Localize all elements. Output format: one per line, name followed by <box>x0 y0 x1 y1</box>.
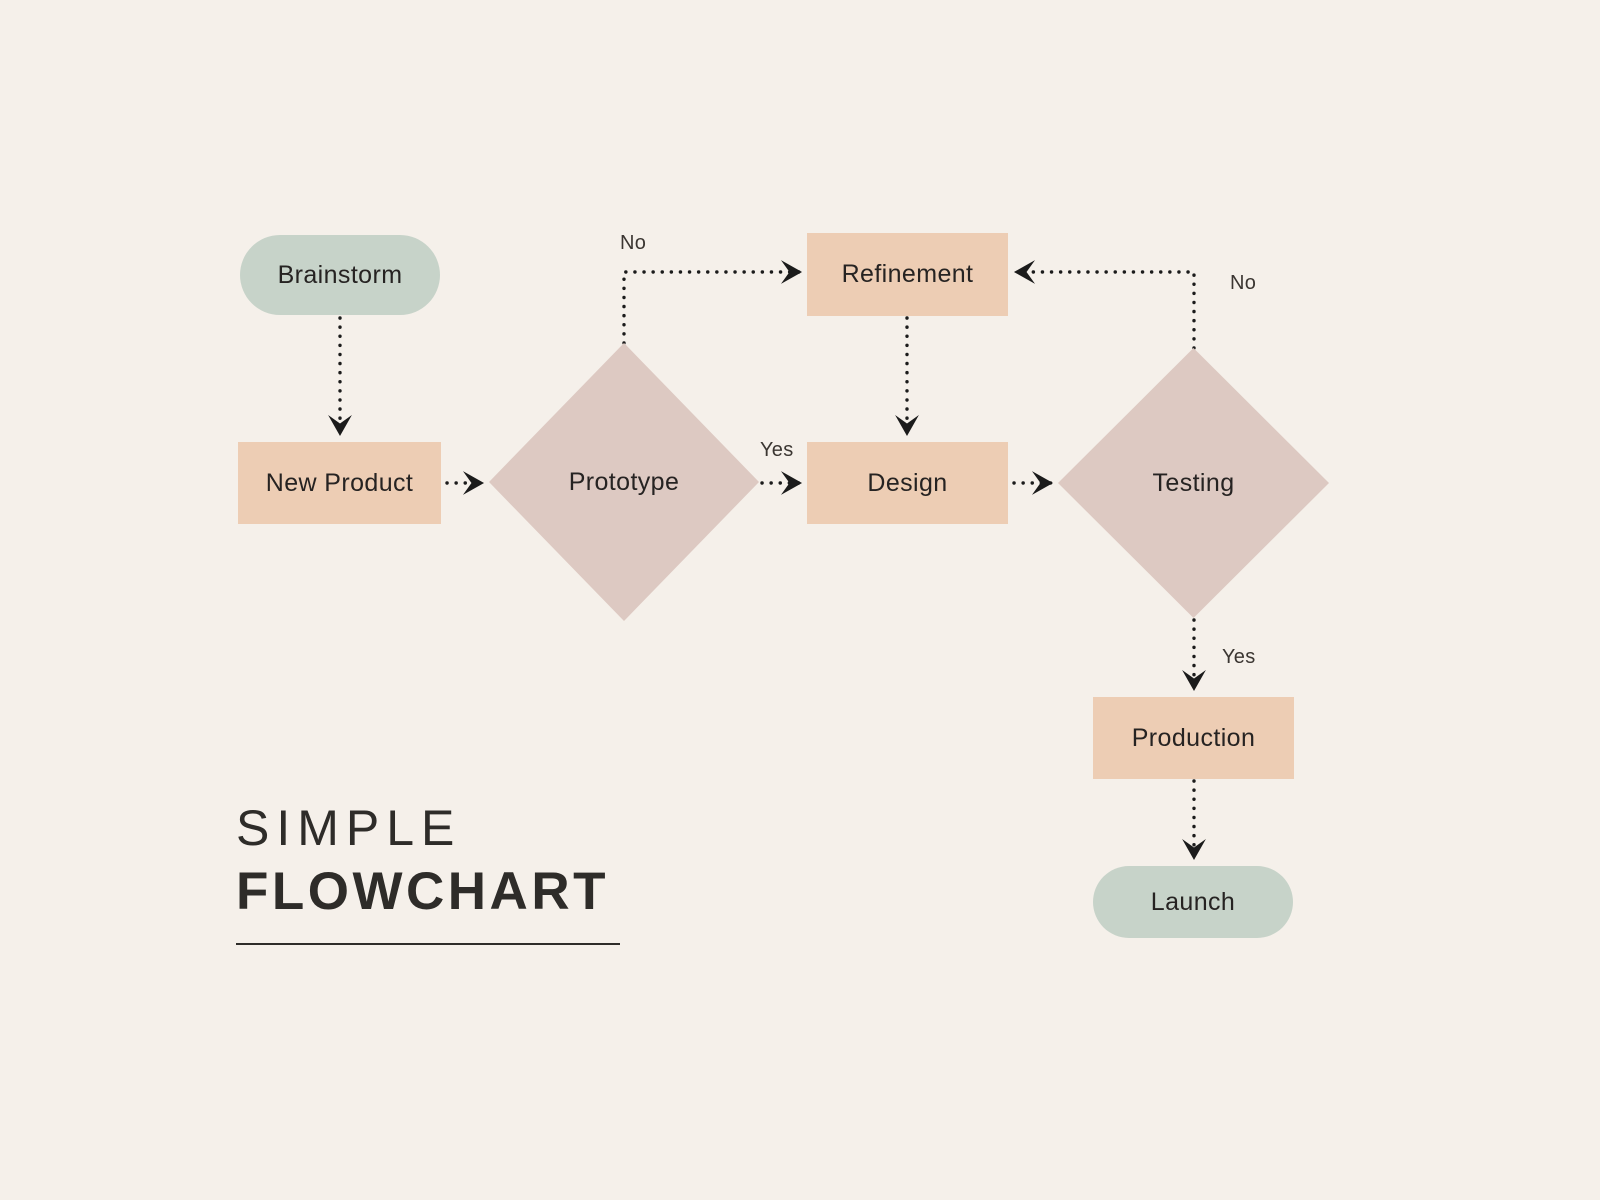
node-production[interactable]: Production <box>1093 697 1294 779</box>
node-testing-label: Testing <box>1152 468 1235 497</box>
title-line-flowchart: FLOWCHART <box>236 862 609 921</box>
title-line-simple: SIMPLE <box>236 800 462 856</box>
edge-label-yes-testing: Yes <box>1222 646 1256 668</box>
title-underline-rule <box>236 943 620 946</box>
node-design-label: Design <box>867 468 948 497</box>
node-brainstorm-label: Brainstorm <box>277 260 403 289</box>
node-refinement[interactable]: Refinement <box>807 233 1008 316</box>
node-production-label: Production <box>1131 723 1256 752</box>
node-new-product-label: New Product <box>265 468 414 497</box>
edge-prototype-to-refinement <box>622 260 803 345</box>
node-launch[interactable]: Launch <box>1093 866 1293 938</box>
title-block: SIMPLE FLOWCHART <box>236 800 796 946</box>
node-new-product[interactable]: New Product <box>238 442 441 524</box>
node-launch-label: Launch <box>1150 887 1236 916</box>
node-refinement-label: Refinement <box>841 260 974 288</box>
edge-label-no-testing: No <box>1230 272 1257 294</box>
node-brainstorm[interactable]: Brainstorm <box>240 235 440 315</box>
edge-label-yes-prototype: Yes <box>760 439 794 461</box>
edge-testing-to-refinement <box>1013 260 1196 350</box>
node-prototype-label: Prototype <box>568 467 680 496</box>
edge-label-no-prototype: No <box>620 232 647 254</box>
node-testing[interactable]: Testing <box>1058 348 1329 618</box>
node-design[interactable]: Design <box>807 442 1008 524</box>
node-prototype[interactable]: Prototype <box>489 343 759 621</box>
